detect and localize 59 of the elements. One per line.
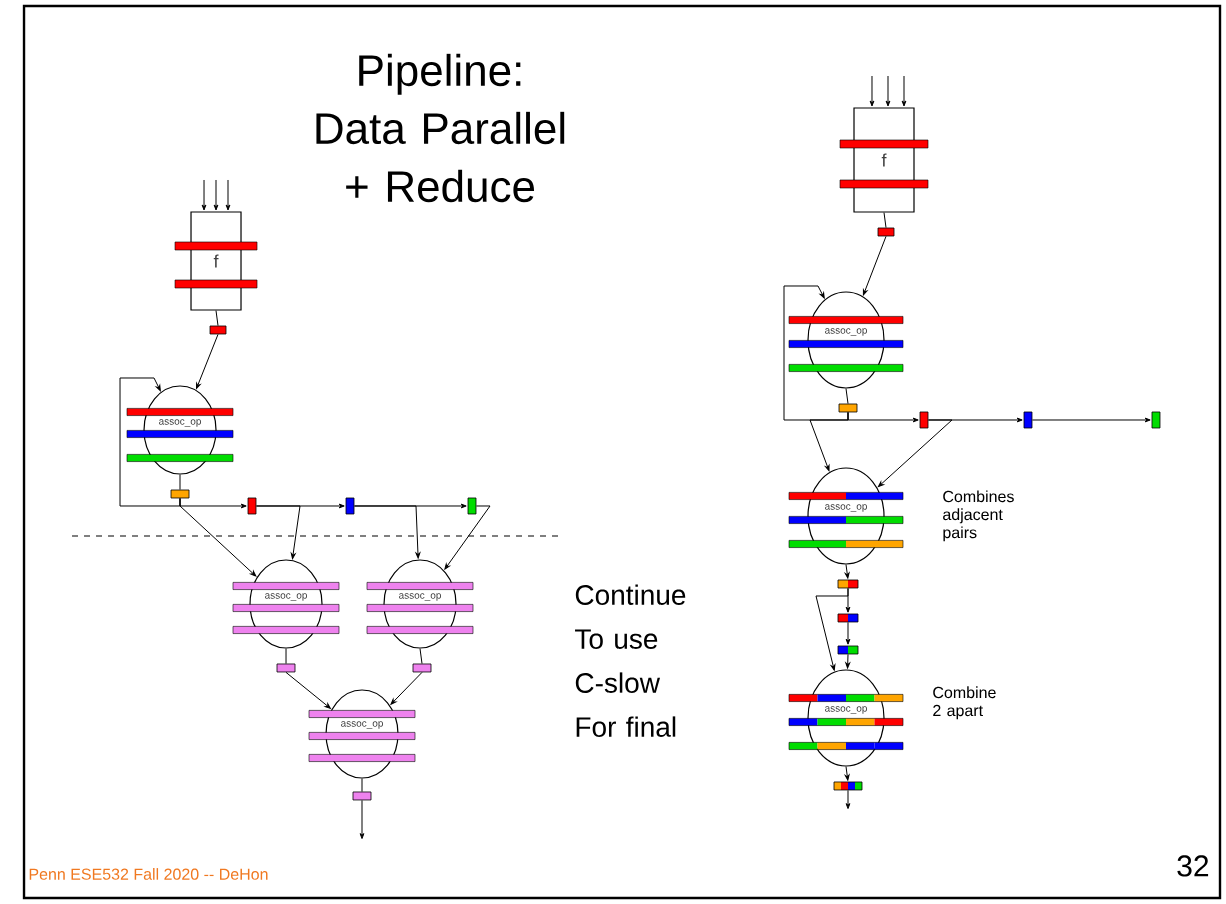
register bbox=[276, 663, 296, 673]
arrow bbox=[255, 505, 301, 560]
function-box: f bbox=[174, 211, 258, 311]
register bbox=[837, 613, 859, 623]
arrow bbox=[444, 505, 491, 570]
arrow bbox=[353, 505, 421, 559]
connector-line bbox=[215, 310, 219, 327]
arrow bbox=[869, 75, 875, 107]
arrow bbox=[225, 179, 231, 211]
register bbox=[833, 781, 863, 791]
connector-line bbox=[845, 388, 849, 405]
arrow bbox=[815, 587, 849, 671]
arrow bbox=[119, 377, 181, 507]
arrow bbox=[213, 179, 219, 211]
connector-line bbox=[419, 648, 423, 665]
arrow bbox=[359, 799, 365, 840]
arrow bbox=[201, 179, 207, 211]
footer-text: Penn ESE532 Fall 2020 -- DeHon bbox=[29, 868, 268, 880]
register bbox=[1151, 411, 1161, 429]
register bbox=[837, 579, 859, 589]
arrow bbox=[847, 411, 919, 423]
arrow bbox=[844, 564, 850, 579]
connector-line bbox=[883, 212, 887, 229]
arrow bbox=[862, 235, 887, 296]
arrow bbox=[901, 75, 907, 107]
register bbox=[352, 791, 372, 801]
note-text: Continue To use C-slow For final bbox=[575, 584, 686, 737]
register bbox=[412, 663, 432, 673]
register bbox=[209, 325, 227, 335]
arrow bbox=[845, 789, 851, 810]
register bbox=[247, 497, 257, 515]
register bbox=[345, 497, 355, 515]
arrow bbox=[877, 419, 953, 488]
annotation-text: Combines adjacent pairs bbox=[943, 490, 1014, 542]
arrow bbox=[1031, 417, 1151, 423]
connector-line bbox=[179, 474, 181, 491]
function-box: f bbox=[839, 107, 929, 213]
annotation-text: Combine 2 apart bbox=[933, 686, 996, 720]
register bbox=[467, 497, 477, 515]
slide-title: Pipeline: Data Parallel + Reduce bbox=[316, 53, 565, 203]
connector-line bbox=[361, 778, 363, 793]
arrow bbox=[809, 411, 849, 472]
page-number: 32 bbox=[1177, 855, 1209, 877]
arrow bbox=[179, 497, 247, 509]
register bbox=[1023, 411, 1033, 429]
arrow bbox=[885, 75, 891, 107]
register bbox=[837, 645, 859, 655]
arrow bbox=[390, 671, 423, 705]
arrow bbox=[845, 621, 851, 645]
register bbox=[877, 227, 895, 237]
register bbox=[838, 403, 858, 413]
arrow bbox=[844, 766, 850, 781]
connector-line bbox=[285, 648, 287, 665]
register bbox=[170, 489, 190, 499]
arrow bbox=[845, 653, 851, 669]
register bbox=[919, 411, 929, 429]
arrow bbox=[196, 333, 219, 390]
arrow bbox=[285, 671, 331, 709]
arrow bbox=[179, 497, 257, 577]
